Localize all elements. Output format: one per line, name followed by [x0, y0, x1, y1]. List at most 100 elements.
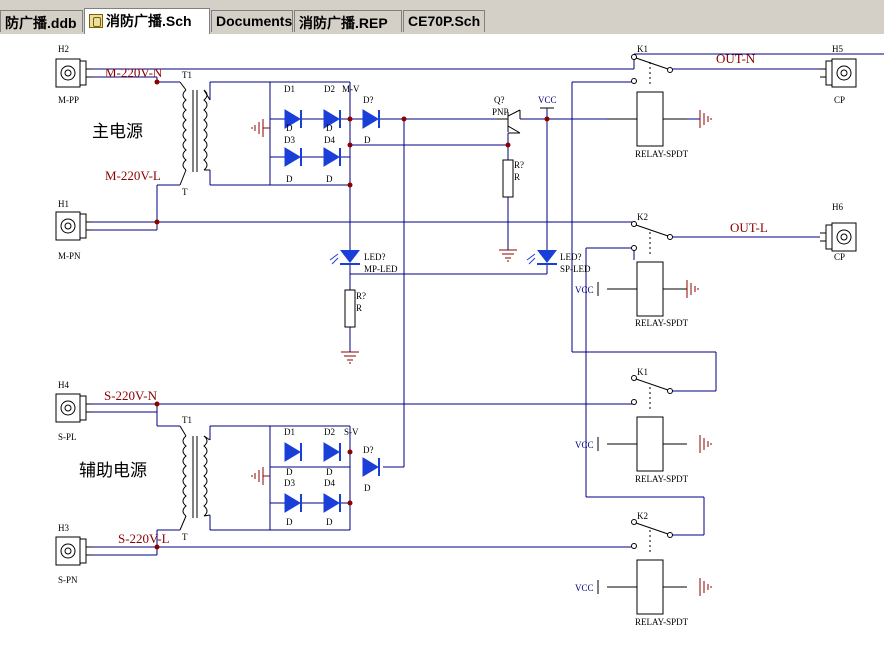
dq-main-type: D	[364, 135, 371, 145]
net-vcc-k2: VCC	[575, 285, 594, 295]
k1-main-type: RELAY-SPDT	[635, 149, 689, 159]
h6-name: CP	[834, 252, 845, 262]
section-main-power: 主电源	[92, 122, 143, 142]
connector-h1: H1 M-PN	[55, 199, 93, 261]
connector-h5: H5 CP	[819, 44, 857, 105]
resistor-led: R? R	[340, 289, 366, 364]
connector-h3: H3 S-PN	[55, 523, 93, 585]
h4-name: S-PL	[58, 432, 77, 442]
d4-type: D	[326, 174, 333, 184]
d3-aux-type: D	[286, 517, 293, 527]
q-type: PNP	[492, 107, 509, 117]
led-mp-ref: LED?	[364, 252, 386, 262]
tab-rep-label: 消防广播.REP	[299, 15, 388, 31]
tab-documents-label: Documents	[216, 13, 293, 29]
transformer-aux: T1 T	[179, 415, 211, 542]
h4-ref: H4	[58, 380, 69, 390]
connector-h2: H2 M-PP	[55, 44, 93, 105]
d2-aux-ref: D2	[324, 427, 335, 437]
d1-aux-type: D	[286, 467, 293, 477]
relay-k1-aux: K1 RELAY-SPDT VCC	[575, 367, 712, 484]
tab-sch-active[interactable]: 消防广播.Sch	[84, 8, 210, 34]
relay-k2-aux: K2 RELAY-SPDT VCC	[575, 511, 712, 627]
net-vcc-top: VCC	[538, 95, 557, 105]
d4-aux-type: D	[326, 517, 333, 527]
bridge-aux: D1 D2 D3 D4 D D D D D? D S-V	[251, 427, 380, 527]
k1-aux-ref: K1	[637, 367, 648, 377]
schematic-doc-icon	[89, 14, 103, 28]
h6-ref: H6	[832, 202, 843, 212]
tab-documents[interactable]: Documents	[211, 10, 293, 32]
net-s-220v-n: S-220V-N	[104, 388, 158, 403]
k1-main-ref: K1	[637, 44, 648, 54]
r-top-type: R	[514, 172, 520, 182]
net-s-220v-l: S-220V-L	[118, 531, 170, 546]
schematic-canvas[interactable]: H2 M-PP H1 M-PN H4 S-PL H3 S-PN H5 CP H6…	[0, 34, 884, 652]
bridge-main: D1 D2 D3 D4 D D D D D? D M-V	[251, 84, 380, 184]
q-ref: Q?	[494, 95, 505, 105]
d1-aux-ref: D1	[284, 427, 295, 437]
d3-type: D	[286, 174, 293, 184]
k2-main-ref: K2	[637, 212, 648, 222]
tab-sch-label: 消防广播.Sch	[106, 13, 192, 29]
h1-ref: H1	[58, 199, 69, 209]
net-m-220v-n: M-220V-N	[105, 65, 163, 80]
tab-ce70p-label: CE70P.Sch	[408, 13, 481, 29]
tab-ddb-label: 防广播.ddb	[5, 15, 77, 31]
d3-aux-ref: D3	[284, 478, 295, 488]
led-sp-ref: LED?	[560, 252, 582, 262]
net-out-n: OUT-N	[716, 51, 756, 66]
t1-main-type: T	[182, 187, 188, 197]
d1-ref: D1	[284, 84, 295, 94]
relay-k1-main: K1 RELAY-SPDT	[606, 44, 712, 159]
net-m-v: M-V	[342, 84, 360, 94]
dq-main-ref: D?	[363, 95, 374, 105]
k2-main-type: RELAY-SPDT	[635, 318, 689, 328]
k2-aux-ref: K2	[637, 511, 648, 521]
dq-aux-ref: D?	[363, 445, 374, 455]
transformer-main: T1 T	[179, 70, 211, 197]
relay-k2-main: K2 RELAY-SPDT VCC	[575, 212, 699, 328]
document-tab-bar: 防广播.ddb 消防广播.Sch Documents 消防广播.REP CE70…	[0, 0, 884, 35]
k1-aux-type: RELAY-SPDT	[635, 474, 689, 484]
d2-aux-type: D	[326, 467, 333, 477]
t1-main-ref: T1	[182, 70, 192, 80]
tab-rep[interactable]: 消防广播.REP	[294, 10, 402, 32]
led-sp: LED? SP-LED	[526, 250, 591, 274]
led-mp: LED? MP-LED	[329, 250, 398, 274]
net-s-v: S-V	[344, 427, 359, 437]
d2-type: D	[326, 123, 333, 133]
h5-name: CP	[834, 95, 845, 105]
main-wires	[92, 53, 884, 588]
d3-ref: D3	[284, 135, 295, 145]
h2-ref: H2	[58, 44, 69, 54]
d1-type: D	[286, 123, 293, 133]
t1-aux-ref: T1	[182, 415, 192, 425]
resistor-top: R? R	[498, 159, 524, 262]
tab-ce70p[interactable]: CE70P.Sch	[403, 10, 485, 32]
dq-aux-type: D	[364, 483, 371, 493]
connector-h6: H6 CP	[819, 202, 857, 262]
net-m-220v-l: M-220V-L	[105, 168, 161, 183]
net-out-l: OUT-L	[730, 220, 768, 235]
transistor-q: Q? PNP VCC	[492, 95, 557, 134]
d4-ref: D4	[324, 135, 335, 145]
led-sp-name: SP-LED	[560, 264, 591, 274]
k2-aux-type: RELAY-SPDT	[635, 617, 689, 627]
section-aux-power: 辅助电源	[79, 461, 147, 481]
h1-name: M-PN	[58, 251, 81, 261]
r-top-ref: R?	[514, 160, 524, 170]
h3-name: S-PN	[58, 575, 78, 585]
tab-ddb[interactable]: 防广播.ddb	[0, 10, 83, 32]
h3-ref: H3	[58, 523, 69, 533]
h2-name: M-PP	[58, 95, 79, 105]
led-mp-name: MP-LED	[364, 264, 398, 274]
d4-aux-ref: D4	[324, 478, 335, 488]
r-led-type: R	[356, 303, 362, 313]
r-led-ref: R?	[356, 291, 366, 301]
net-vcc-k1aux: VCC	[575, 440, 594, 450]
net-vcc-k2aux: VCC	[575, 583, 594, 593]
connector-h4: H4 S-PL	[55, 380, 93, 442]
t1-aux-type: T	[182, 532, 188, 542]
h5-ref: H5	[832, 44, 843, 54]
